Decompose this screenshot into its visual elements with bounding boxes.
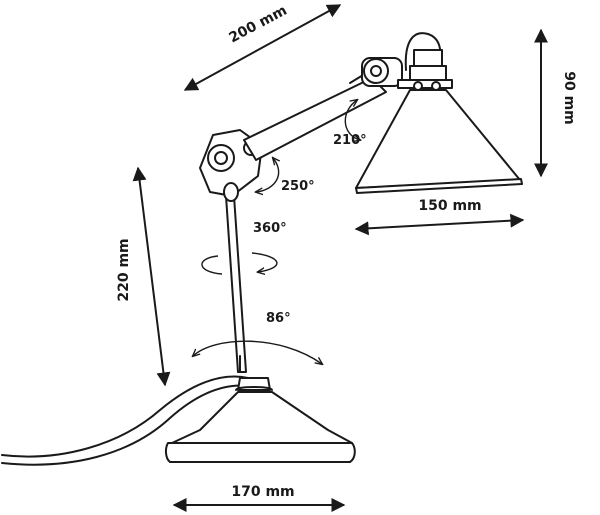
shade-socket [397, 32, 453, 91]
shade-width-label: 150 mm [418, 198, 481, 214]
angle-arrows [193, 100, 360, 364]
arm-length-arrow [183, 4, 342, 91]
base-tilt-label: 86° [266, 311, 291, 326]
shade-width-arrow [354, 213, 525, 236]
power-cord [1, 375, 249, 458]
elbow-arrow [256, 158, 279, 192]
base-tilt-arrow [193, 340, 322, 364]
stem-height-label: 220 mm [116, 238, 132, 301]
labels: 200 mm 90 mm 150 mm 220 mm 170 mm 210° 2… [116, 3, 577, 500]
shade-tilt-arrow [344, 100, 360, 140]
lamp-base [164, 377, 356, 463]
lamp-stem [225, 195, 247, 373]
dimension-lines [132, 4, 548, 512]
shade-tilt-label: 210° [333, 133, 367, 148]
lamp-shade [355, 89, 523, 194]
rotation-arrow [201, 252, 278, 274]
upper-joint [361, 57, 403, 87]
stem-height-arrow [132, 166, 171, 387]
elbow-label: 250° [281, 179, 315, 194]
arm-length-label: 200 mm [226, 3, 289, 47]
rotation-label: 360° [253, 221, 287, 236]
shade-height-label: 90 mm [561, 71, 577, 125]
lamp-drawing [1, 32, 523, 466]
base-width-label: 170 mm [231, 484, 294, 500]
